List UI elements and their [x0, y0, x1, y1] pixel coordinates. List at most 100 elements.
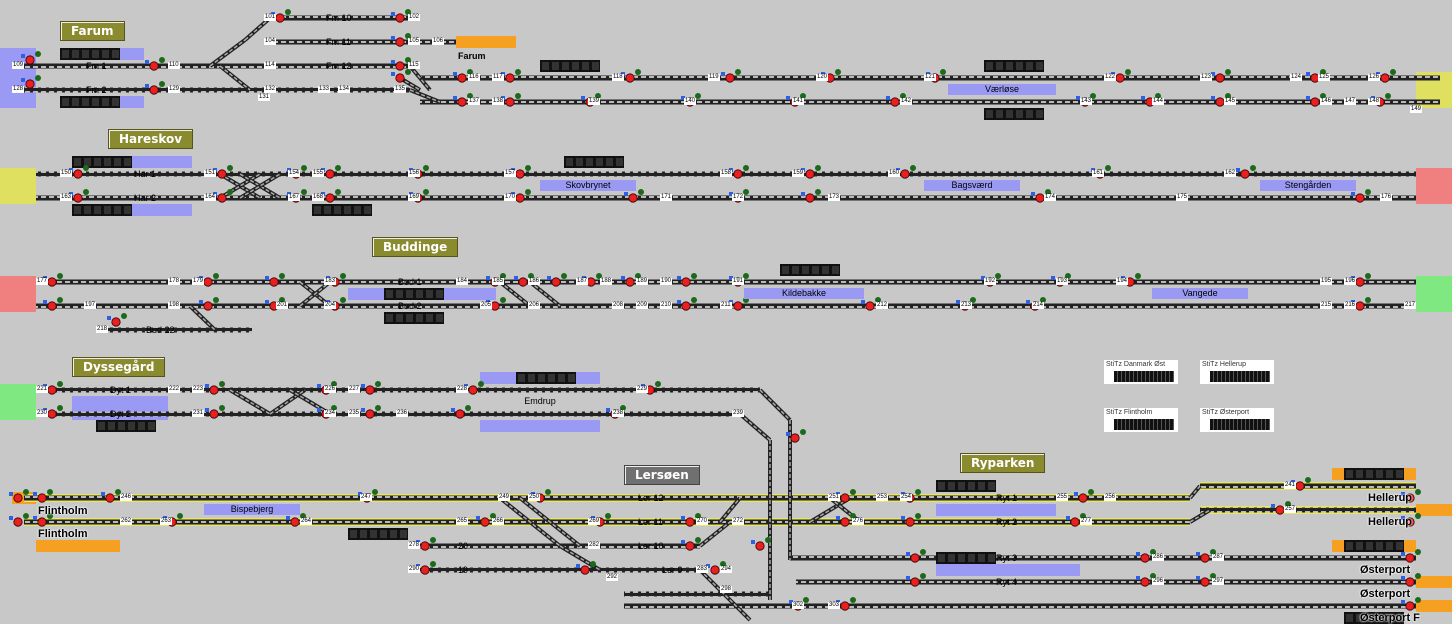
- signal-number-151[interactable]: 151: [204, 170, 217, 177]
- signal-number-171[interactable]: 171: [660, 194, 673, 201]
- signal-number-124[interactable]: 124: [1290, 74, 1303, 81]
- signal-number-121[interactable]: 121: [924, 74, 937, 81]
- signal-number-205[interactable]: 205: [480, 302, 493, 309]
- signal-number-257[interactable]: 257: [1284, 506, 1297, 513]
- signal-number-223[interactable]: 223: [192, 386, 205, 393]
- signal-number-128[interactable]: 128: [12, 86, 25, 93]
- signal-number-125[interactable]: 125: [1318, 74, 1331, 81]
- signal-number-265[interactable]: 265: [456, 518, 469, 525]
- signal-number-140[interactable]: 140: [684, 98, 697, 105]
- signal-number-269[interactable]: 269: [588, 518, 601, 525]
- signal-number-144[interactable]: 144: [1152, 98, 1165, 105]
- signal-number-102[interactable]: 102: [408, 14, 421, 21]
- signal-number-276[interactable]: 276: [852, 518, 865, 525]
- signal-number-247[interactable]: 247: [360, 494, 373, 501]
- signal-number-230[interactable]: 230: [36, 410, 49, 417]
- signal-number-249[interactable]: 249: [498, 494, 511, 501]
- signal-number-270[interactable]: 270: [696, 518, 709, 525]
- signal-number-132[interactable]: 132: [264, 86, 277, 93]
- signal-number-170[interactable]: 170: [504, 194, 517, 201]
- signal-number-204[interactable]: 204: [324, 302, 337, 309]
- signal-number-215[interactable]: 215: [1320, 302, 1333, 309]
- signal-number-185[interactable]: 185: [492, 278, 505, 285]
- signal-number-221[interactable]: 221: [36, 386, 49, 393]
- signal-number-109[interactable]: 109: [12, 62, 25, 69]
- signal-number-198[interactable]: 198: [168, 302, 181, 309]
- signal-number-228[interactable]: 228: [456, 386, 469, 393]
- signal-number-138[interactable]: 138: [492, 98, 505, 105]
- signal-number-129[interactable]: 129: [168, 86, 181, 93]
- signal-number-119[interactable]: 119: [708, 74, 720, 81]
- signal-number-160[interactable]: 160: [888, 170, 901, 177]
- signal-number-177[interactable]: 177: [36, 278, 49, 285]
- stitz-flintholm[interactable]: StiTz Flintholm: [1104, 408, 1178, 432]
- endpoint-flintholm-2[interactable]: Flintholm: [38, 528, 88, 540]
- signal-number-120[interactable]: 120: [816, 74, 829, 81]
- endpoint-oesterport-1[interactable]: Østerport: [1360, 564, 1411, 576]
- signal-number-282[interactable]: 282: [588, 542, 601, 549]
- signal-number-287[interactable]: 287: [1212, 554, 1225, 561]
- signal-number-255[interactable]: 255: [1056, 494, 1069, 501]
- signal-number-164[interactable]: 164: [204, 194, 217, 201]
- signal-number-134[interactable]: 134: [338, 86, 351, 93]
- signal-number-296[interactable]: 296: [1152, 578, 1165, 585]
- signal-number-239[interactable]: 239: [732, 410, 745, 417]
- endpoint-flintholm-1[interactable]: Flintholm: [38, 505, 88, 517]
- signal-number-210[interactable]: 210: [660, 302, 673, 309]
- signal-number-193[interactable]: 193: [1056, 278, 1069, 285]
- signal-number-169[interactable]: 169: [408, 194, 421, 201]
- endpoint-hellerup-2[interactable]: Hellerup: [1368, 516, 1413, 528]
- signal-number-290[interactable]: 290: [408, 566, 421, 573]
- signal-number-154[interactable]: 154: [288, 170, 301, 177]
- signal-number-105[interactable]: 105: [408, 38, 421, 45]
- signal-number-139[interactable]: 139: [588, 98, 601, 105]
- signal-number-159[interactable]: 159: [792, 170, 805, 177]
- signal-number-294[interactable]: 294: [720, 566, 733, 573]
- signal-number-149[interactable]: 149: [1410, 106, 1423, 113]
- signal-number-148[interactable]: 148: [1368, 98, 1381, 105]
- signal-number-131[interactable]: 131: [258, 94, 271, 101]
- signal-number-262[interactable]: 262: [120, 518, 133, 525]
- signal-number-278[interactable]: 278: [408, 542, 421, 549]
- signal-number-254[interactable]: 254: [900, 494, 913, 501]
- signal-number-115[interactable]: 115: [408, 62, 420, 69]
- signal-number-188[interactable]: 188: [600, 278, 613, 285]
- signal-number-229[interactable]: 229: [636, 386, 649, 393]
- signal-number-209[interactable]: 209: [636, 302, 649, 309]
- signal-number-184[interactable]: 184: [456, 278, 469, 285]
- signal-number-212[interactable]: 212: [876, 302, 889, 309]
- signal-number-156[interactable]: 156: [408, 170, 421, 177]
- stitz-hellerup[interactable]: StiTz Hellerup: [1200, 360, 1274, 384]
- signal-number-178[interactable]: 178: [168, 278, 181, 285]
- signal-number-146[interactable]: 146: [1320, 98, 1333, 105]
- signal-number-246[interactable]: 246: [120, 494, 133, 501]
- endpoint-oesterport-f[interactable]: Østerport F: [1360, 612, 1420, 624]
- endpoint-hellerup-1[interactable]: Hellerup: [1368, 492, 1413, 504]
- signal-number-222[interactable]: 222: [168, 386, 181, 393]
- signal-number-150[interactable]: 150: [60, 170, 73, 177]
- signal-number-226[interactable]: 226: [324, 386, 337, 393]
- signal-number-236[interactable]: 236: [396, 410, 409, 417]
- signal-number-161[interactable]: 161: [1092, 170, 1105, 177]
- signal-number-106[interactable]: 106: [432, 38, 445, 45]
- signal-number-253[interactable]: 253: [876, 494, 889, 501]
- signal-number-227[interactable]: 227: [348, 386, 361, 393]
- signal-number-189[interactable]: 189: [636, 278, 649, 285]
- signal-number-264[interactable]: 264: [300, 518, 313, 525]
- signal-number-235[interactable]: 235: [348, 410, 361, 417]
- signal-number-238[interactable]: 238: [612, 410, 625, 417]
- signal-number-186[interactable]: 186: [528, 278, 541, 285]
- signal-number-218[interactable]: 218: [96, 326, 109, 333]
- signal-number-126[interactable]: 126: [1368, 74, 1381, 81]
- signal-number-122[interactable]: 122: [1104, 74, 1117, 81]
- signal-number-195[interactable]: 195: [1320, 278, 1333, 285]
- signal-number-117[interactable]: 117: [492, 74, 504, 81]
- signal-number-110[interactable]: 110: [168, 62, 180, 69]
- signal-number-263[interactable]: 263: [160, 518, 173, 525]
- signal-number-197[interactable]: 197: [84, 302, 97, 309]
- signal-number-175[interactable]: 175: [1176, 194, 1189, 201]
- signal-number-234[interactable]: 234: [324, 410, 337, 417]
- signal-number-231[interactable]: 231: [192, 410, 205, 417]
- signal-number-216[interactable]: 216: [1344, 302, 1357, 309]
- signal-number-114[interactable]: 114: [264, 62, 276, 69]
